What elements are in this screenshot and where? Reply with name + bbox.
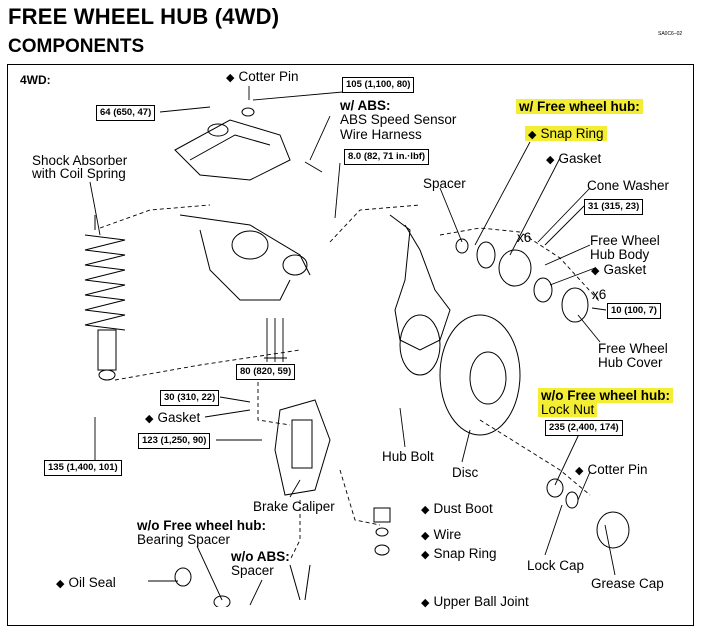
label-hub-bolt: Hub Bolt bbox=[382, 449, 434, 464]
label-wire-harness: Wire Harness bbox=[340, 127, 422, 142]
label-without-abs: w/o ABS: bbox=[231, 549, 290, 564]
label-snap-ring-highlight: ◆Snap Ring bbox=[525, 126, 607, 143]
torque-spec-box: 30 (310, 22) bbox=[160, 390, 220, 406]
label-without-free-wheel-hub: w/o Free wheel hub: bbox=[137, 518, 267, 533]
diamond-icon: ◆ bbox=[528, 129, 537, 141]
label-snap-ring: ◆Snap Ring bbox=[421, 546, 497, 561]
label-brake-caliper: Brake Caliper bbox=[253, 499, 335, 514]
label-gasket: ◆Gasket bbox=[145, 410, 201, 425]
exploded-view-drawing bbox=[84, 86, 630, 607]
torque-spec-box: 64 (650, 47) bbox=[96, 105, 156, 121]
diamond-icon: ◆ bbox=[421, 597, 430, 609]
label-free-wheel: Free Wheel bbox=[590, 233, 660, 248]
label-upper-ball-joint: ◆Upper Ball Joint bbox=[421, 594, 529, 609]
diamond-icon: ◆ bbox=[575, 465, 584, 477]
torque-spec-box: 31 (315, 23) bbox=[584, 199, 644, 215]
figure-code: SA0C6–02 bbox=[658, 31, 683, 37]
label-spacer: Spacer bbox=[423, 176, 466, 191]
label-cotter-pin: ◆Cotter Pin bbox=[575, 462, 648, 477]
label-cone-washer: Cone Washer bbox=[587, 178, 670, 193]
label-cotter-pin: ◆Cotter Pin bbox=[226, 69, 299, 84]
leader-lines bbox=[89, 86, 616, 606]
section-label: 4WD: bbox=[20, 73, 51, 87]
torque-spec-box: 105 (1,100, 80) bbox=[342, 77, 415, 93]
diamond-icon: ◆ bbox=[546, 154, 555, 166]
label-wire: ◆Wire bbox=[421, 527, 462, 542]
torque-spec-box: 123 (1,250, 90) bbox=[138, 433, 211, 449]
label-gasket: ◆Gasket bbox=[591, 262, 647, 277]
label-hub-cover: Hub Cover bbox=[598, 355, 663, 370]
shock-absorber-drawing bbox=[84, 215, 126, 381]
brake-caliper-drawing bbox=[274, 399, 331, 496]
label-with-free-wheel-hub: w/ Free wheel hub: bbox=[516, 99, 643, 114]
torque-spec-box: 10 (100, 7) bbox=[607, 303, 661, 319]
diamond-icon: ◆ bbox=[591, 265, 600, 277]
label-oil-seal: ◆Oil Seal bbox=[56, 575, 116, 590]
upper-arm-drawing bbox=[174, 107, 291, 181]
label-lock-nut: Lock Nut bbox=[538, 402, 598, 417]
diamond-icon: ◆ bbox=[56, 578, 65, 590]
diamond-icon: ◆ bbox=[421, 504, 430, 516]
label-grease-cap: Grease Cap bbox=[591, 576, 664, 591]
label-dust-boot: ◆Dust Boot bbox=[421, 501, 493, 516]
label-abs-sensor: ABS Speed Sensor bbox=[340, 112, 457, 127]
knuckle-drawing bbox=[389, 214, 451, 376]
page-subtitle: COMPONENTS bbox=[8, 36, 145, 57]
label-x6: x6 bbox=[517, 230, 532, 245]
label-disc: Disc bbox=[452, 465, 479, 480]
assembly-dash-lines bbox=[99, 204, 601, 561]
lower-parts-drawing bbox=[174, 478, 630, 607]
label-spacer: Spacer bbox=[231, 563, 274, 578]
label-without-free-wheel-hub: w/o Free wheel hub: bbox=[538, 388, 674, 403]
label-lock-cap: Lock Cap bbox=[527, 558, 585, 573]
label-coil-spring: with Coil Spring bbox=[32, 166, 126, 181]
disc-drawing bbox=[439, 314, 521, 436]
label-free-wheel: Free Wheel bbox=[598, 341, 668, 356]
torque-spec-box: 235 (2,400, 174) bbox=[545, 420, 623, 436]
label-gasket: ◆Gasket bbox=[546, 151, 602, 166]
label-shock-absorber: Shock Absorber bbox=[32, 153, 128, 168]
diamond-icon: ◆ bbox=[421, 549, 430, 561]
torque-spec-box: 80 (820, 59) bbox=[236, 364, 296, 380]
drive-shaft-drawing bbox=[179, 214, 311, 301]
free-wheel-hub-drawing bbox=[455, 238, 589, 323]
label-w-abs: w/ ABS: bbox=[340, 98, 391, 113]
label-x6: x6 bbox=[592, 287, 607, 302]
diamond-icon: ◆ bbox=[145, 413, 154, 425]
label-hub-body: Hub Body bbox=[590, 247, 650, 262]
torque-spec-box: 135 (1,400, 101) bbox=[44, 460, 122, 476]
torque-spec-box: 8.0 (82, 71 in.·lbf) bbox=[344, 149, 430, 165]
diamond-icon: ◆ bbox=[226, 72, 235, 84]
label-bearing-spacer: Bearing Spacer bbox=[137, 532, 231, 547]
page-title: FREE WHEEL HUB (4WD) bbox=[8, 4, 280, 29]
diamond-icon: ◆ bbox=[421, 530, 430, 542]
